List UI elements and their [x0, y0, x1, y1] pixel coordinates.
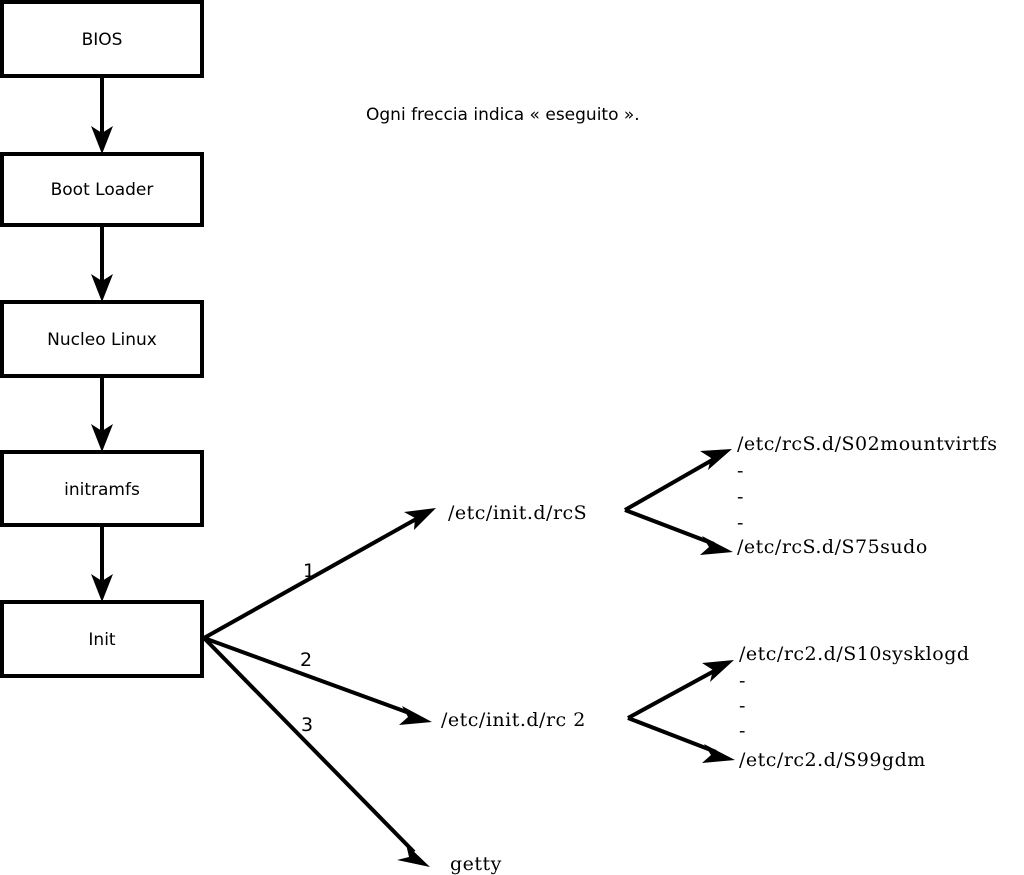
label-rcs-first-script[interactable]: /etc/rcS.d/S02mountvirtfs: [737, 433, 998, 455]
node-initramfs-box: [0, 450, 204, 527]
label-rc2-last-script[interactable]: /etc/rc2.d/S99gdm: [739, 749, 926, 771]
arrow-init-branch-2: [203, 636, 432, 725]
arrow-rcs-to-last-script: [624, 508, 733, 555]
node-nucleo-linux-label: Nucleo Linux: [47, 330, 157, 350]
edge-number-1: 1: [303, 560, 315, 582]
rcs-ellipsis-dash-2: -: [737, 486, 743, 508]
node-nucleo-linux[interactable]: Nucleo Linux: [0, 300, 204, 378]
label-init-d-rc2[interactable]: /etc/init.d/rc 2: [441, 709, 586, 731]
node-bios[interactable]: BIOS: [0, 0, 204, 78]
rc2-ellipsis-dash-3: -: [739, 720, 745, 742]
edge-number-3: 3: [301, 714, 313, 736]
rcs-ellipsis-dash-1: -: [737, 460, 743, 482]
node-initramfs[interactable]: initramfs: [0, 450, 204, 527]
label-getty[interactable]: getty: [450, 853, 502, 875]
arrow-init-branch-1: [203, 508, 436, 640]
arrow-rc2-to-last-script: [627, 716, 735, 763]
arrow-rcs-to-first-script: [624, 449, 732, 512]
arrow-init-branch-3: [202, 636, 430, 867]
arrow-bios-to-boot-loader: [91, 76, 113, 154]
node-bios-label: BIOS: [82, 30, 123, 50]
rc2-ellipsis-dash-2: -: [739, 695, 745, 717]
node-bios-box: [0, 0, 204, 78]
label-rcs-last-script[interactable]: /etc/rcS.d/S75sudo: [737, 536, 928, 558]
edge-number-2: 2: [300, 649, 312, 671]
rc2-ellipsis-dash-1: -: [739, 670, 745, 692]
rcs-ellipsis-dash-3: -: [737, 512, 743, 534]
node-initramfs-label: initramfs: [64, 480, 140, 500]
arrow-boot-loader-to-nucleo-linux: [91, 225, 113, 302]
arrow-initramfs-to-init: [91, 525, 113, 602]
arrow-rc2-to-first-script: [627, 660, 734, 720]
node-init-label: Init: [88, 630, 116, 650]
label-init-d-rcs[interactable]: /etc/init.d/rcS: [448, 502, 587, 524]
node-init[interactable]: Init: [0, 600, 204, 678]
arrow-nucleo-linux-to-initramfs: [91, 376, 113, 452]
legend-note: Ogni freccia indica « eseguito ».: [366, 105, 640, 125]
label-rc2-first-script[interactable]: /etc/rc2.d/S10sysklogd: [739, 643, 970, 665]
node-boot-loader[interactable]: Boot Loader: [0, 152, 204, 227]
node-boot-loader-label: Boot Loader: [51, 180, 154, 200]
